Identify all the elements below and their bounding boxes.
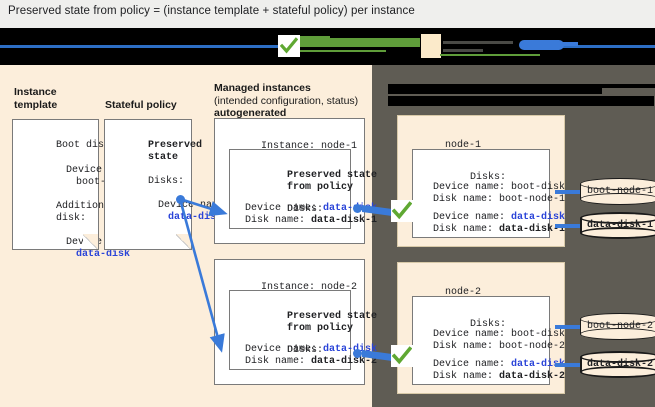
stateful-policy-heading: Stateful policy xyxy=(105,99,177,111)
boot-device-name-label: Device name: xyxy=(433,182,512,193)
boot-disk-name-value: boot-node-1 xyxy=(499,194,566,205)
legend-green-rule xyxy=(296,50,386,52)
boot-device-name-value: boot-disk xyxy=(511,329,566,340)
connector-boot-node-2 xyxy=(555,325,580,329)
legend-gray-rule-2 xyxy=(443,49,483,52)
legend-green-bar-small xyxy=(295,36,330,40)
right-panel-heading-redacted-3 xyxy=(600,84,655,88)
legend-cream-swatch xyxy=(421,34,441,58)
disk-cylinder-data-disk-1: data-disk-1 xyxy=(580,212,655,239)
preserved-state-title-2: state xyxy=(148,151,179,163)
device-name-value: data-disk xyxy=(323,344,378,355)
device-name-value: data-disk xyxy=(323,203,378,214)
check-icon xyxy=(391,200,413,222)
boot-device-name-value: boot-disk xyxy=(511,182,566,193)
data-disk-name-label: Disk name: xyxy=(433,224,500,235)
boot-disk-name-label: Disk name: xyxy=(433,341,500,352)
disk-name-label: Disk name: xyxy=(245,215,306,226)
data-disk-name-value: data-disk-1 xyxy=(499,224,566,235)
connector-dot-node-1 xyxy=(353,204,362,213)
legend-band xyxy=(0,28,655,65)
boot-device-name-label: Device name: xyxy=(433,329,512,340)
node-card-node-1: node-1 Disks: Device name: boot-disk Dis… xyxy=(397,115,565,247)
instance-box-node-2: Instance: node-2 Preserved state from po… xyxy=(214,259,377,385)
connector-dot-policy xyxy=(176,195,185,204)
disks-label: Disks: xyxy=(287,203,324,215)
disk-cylinder-boot-node-1: boot-node-1 xyxy=(580,178,655,205)
additional-disk-label-1: Additional xyxy=(56,200,117,212)
disk-cylinder-data-disk-2: data-disk-2 xyxy=(580,351,655,378)
node-name: node-2 xyxy=(445,286,482,298)
preserved-state-title-1: Preserved state xyxy=(287,169,378,181)
disk-cylinder-label: data-disk-2 xyxy=(586,359,653,370)
boot-disk-name-value: boot-node-2 xyxy=(499,341,566,352)
data-device-name-value: data-disk xyxy=(511,212,566,223)
device-name-label: Device name: xyxy=(245,344,318,355)
connector-boot-node-1 xyxy=(555,190,580,194)
disk-name-value: data-disk-1 xyxy=(311,215,378,226)
right-panel-heading-redacted-2 xyxy=(388,96,654,106)
additional-device-name-value: data-disk xyxy=(76,248,131,260)
connector-data-disk-2 xyxy=(555,363,580,367)
data-device-name-value: data-disk xyxy=(511,359,566,370)
page-title: Preserved state from policy = (instance … xyxy=(8,5,415,17)
legend-blue-rule xyxy=(0,45,290,48)
connector-dot-node-2 xyxy=(353,349,362,358)
legend-blue-rule-right xyxy=(560,45,655,48)
legend-blue-tip xyxy=(556,42,578,46)
preserved-state-title-1: Preserved state xyxy=(287,310,378,322)
disk-name-value: data-disk-2 xyxy=(311,356,378,367)
page-fold-corner xyxy=(176,234,192,250)
data-disk-name-value: data-disk-2 xyxy=(499,371,566,382)
preserved-state-title-2: from policy xyxy=(287,322,354,334)
boot-device-name-value: boot-disk xyxy=(76,177,130,188)
node-disks-box: Disks: Device name: boot-disk Disk name:… xyxy=(412,296,565,385)
disk-cylinder-label: data-disk-1 xyxy=(586,220,653,231)
disks-label: Disks: xyxy=(470,318,507,330)
additional-disk-label-2: disk: xyxy=(56,212,87,224)
node-card-node-2: node-2 Disks: Device name: boot-disk Dis… xyxy=(397,262,565,394)
disk-cylinder-label: boot-node-1 xyxy=(586,186,653,197)
boot-disk-name-label: Disk name: xyxy=(433,194,500,205)
preserved-state-inner-box: Preserved state from policy Disks: Devic… xyxy=(229,149,377,229)
preserved-state-inner-box: Preserved state from policy Disks: Devic… xyxy=(229,290,377,370)
preserved-state-title-1: Preserved xyxy=(148,139,203,151)
check-icon xyxy=(278,35,300,57)
right-panel-heading-redacted-1 xyxy=(388,84,602,94)
instance-box-node-1: Instance: node-1 Preserved state from po… xyxy=(214,118,377,244)
instance-title: Instance: node-2 xyxy=(261,281,358,293)
boot-disk-label: Boot disk: xyxy=(56,139,117,151)
data-device-name-label: Device name: xyxy=(433,212,512,223)
legend-green-bar xyxy=(295,38,420,47)
managed-instances-heading: Managed instances (intended configuratio… xyxy=(214,82,359,119)
node-disks-box: Disks: Device name: boot-disk Disk name:… xyxy=(412,149,565,238)
data-disk-name-label: Disk name: xyxy=(433,371,500,382)
page-fold-corner xyxy=(83,234,99,250)
preserved-state-title-2: from policy xyxy=(287,181,354,193)
data-device-name-label: Device name: xyxy=(433,359,512,370)
disks-label: Disks: xyxy=(470,171,507,183)
legend-green-rule-3 xyxy=(440,54,540,56)
stateful-policy-document: Preserved state Disks: Device name: data… xyxy=(104,119,230,250)
connector-data-disk-1 xyxy=(555,224,580,228)
instance-template-heading: Instance template xyxy=(14,86,58,111)
instance-title: Instance: node-1 xyxy=(261,140,358,152)
disk-cylinder-label: boot-node-2 xyxy=(586,321,653,332)
disks-label: Disks: xyxy=(287,344,324,356)
disks-label: Disks: xyxy=(148,175,185,187)
legend-gray-rule xyxy=(443,41,513,44)
legend-blue-pill xyxy=(519,40,564,50)
device-name-label: Device name: xyxy=(245,203,318,214)
check-icon xyxy=(391,345,413,367)
node-name: node-1 xyxy=(445,139,482,151)
disk-cylinder-boot-node-2: boot-node-2 xyxy=(580,313,655,340)
disk-name-label: Disk name: xyxy=(245,356,306,367)
instance-template-document: Boot disk: Device name: boot-disk Additi… xyxy=(12,119,138,260)
